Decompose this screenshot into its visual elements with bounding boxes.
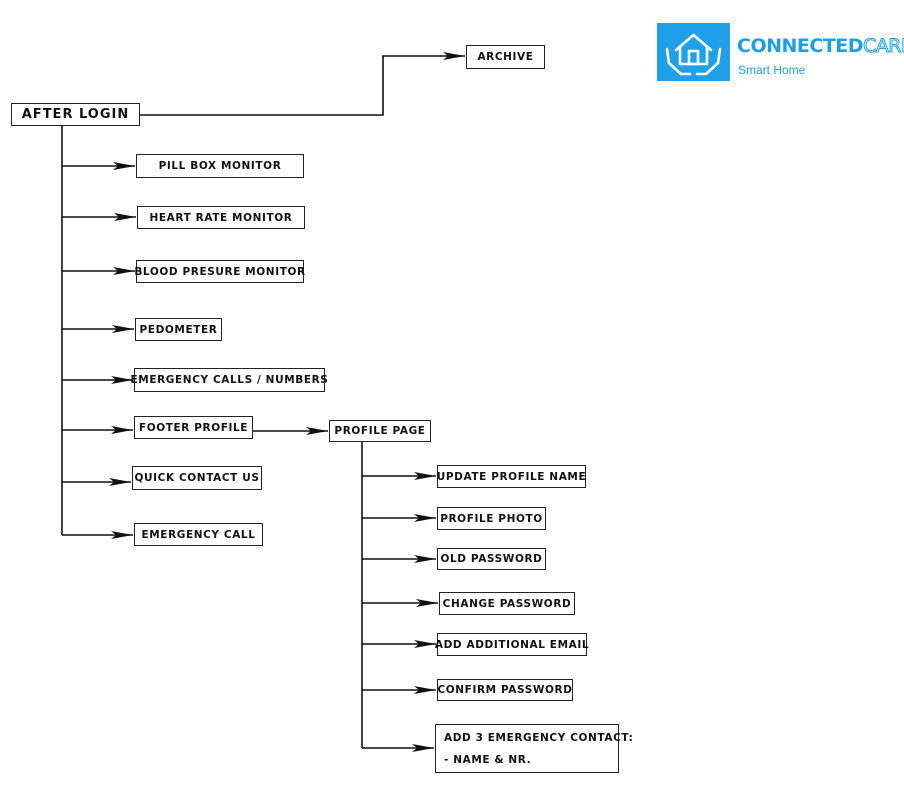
node-pill-box-monitor: PILL BOX MONITOR	[136, 154, 304, 178]
node-change-password: CHANGE PASSWORD	[439, 592, 575, 615]
node-old-password: OLD PASSWORD	[437, 548, 546, 570]
node-add-additional-email: ADD ADDITIONAL EMAIL	[435, 633, 589, 656]
node-emergency-calls-numbers: EMERGENCY CALLS / NUMBERS	[131, 368, 328, 392]
node-archive: ARCHIVE	[466, 45, 545, 69]
house-in-hands-icon	[657, 23, 730, 81]
emergency-contact-line1: ADD 3 EMERGENCY CONTACT:	[444, 731, 634, 744]
brand-tagline: Smart Home	[738, 63, 806, 77]
node-quick-contact-us: QUICK CONTACT US	[132, 466, 262, 490]
node-profile-photo: PROFILE PHOTO	[437, 507, 546, 530]
node-profile-page: PROFILE PAGE	[329, 420, 431, 442]
node-heart-rate-monitor: HEART RATE MONITOR	[137, 206, 305, 229]
node-add-emergency-contact: ADD 3 EMERGENCY CONTACT: - NAME & NR.	[435, 724, 633, 773]
node-confirm-password: CONFIRM PASSWORD	[437, 679, 573, 701]
node-footer-profile: FOOTER PROFILE	[134, 416, 253, 439]
brand-name: CONNECTEDCARE	[737, 35, 904, 58]
brand-logo: CONNECTEDCARE Smart Home	[657, 23, 904, 81]
emergency-contact-line2: - NAME & NR.	[444, 753, 532, 766]
edge-root-archive	[140, 52, 465, 116]
node-after-login: AFTER LOGIN	[11, 103, 140, 126]
node-blood-pressure-monitor: BLOOD PRESURE MONITOR	[134, 260, 305, 283]
node-pedometer: PEDOMETER	[135, 318, 222, 341]
node-emergency-call: EMERGENCY CALL	[134, 523, 263, 546]
node-update-profile-name: UPDATE PROFILE NAME	[437, 465, 586, 488]
